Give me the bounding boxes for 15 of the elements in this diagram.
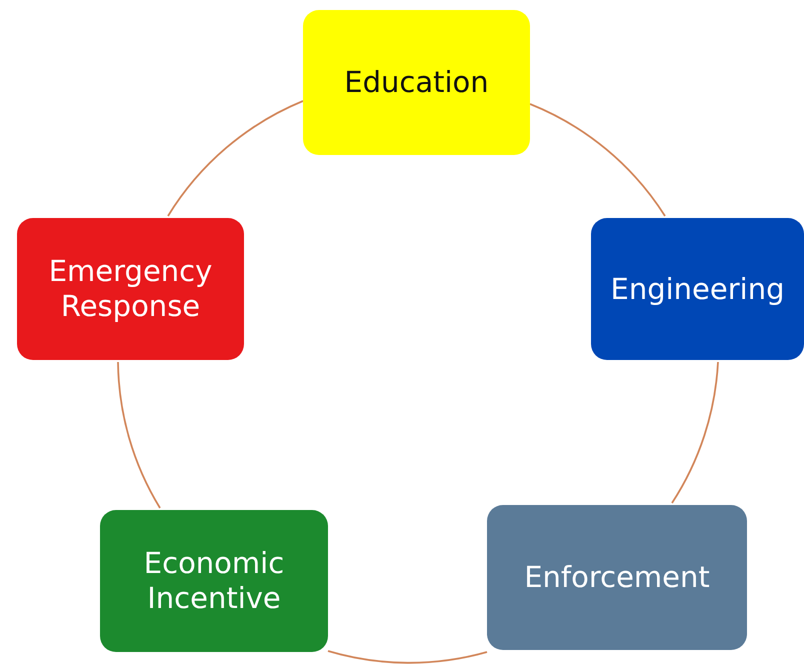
rounded-box (591, 218, 804, 360)
box-label: Engineering (610, 272, 784, 306)
box-label: Enforcement (524, 560, 710, 595)
connector-arc (671, 362, 719, 504)
box-label: Economic Incentive (142, 546, 286, 616)
connector-arc (167, 100, 304, 217)
rounded-box (17, 218, 244, 360)
rounded-box (303, 10, 530, 155)
rounded-box (100, 510, 328, 652)
connector-arc (117, 362, 161, 508)
connector-arc (328, 650, 488, 664)
box-label: Emergency Response (48, 254, 214, 324)
rounded-box (487, 505, 747, 650)
box-label: Education (344, 65, 489, 100)
connector-arc (530, 103, 666, 217)
